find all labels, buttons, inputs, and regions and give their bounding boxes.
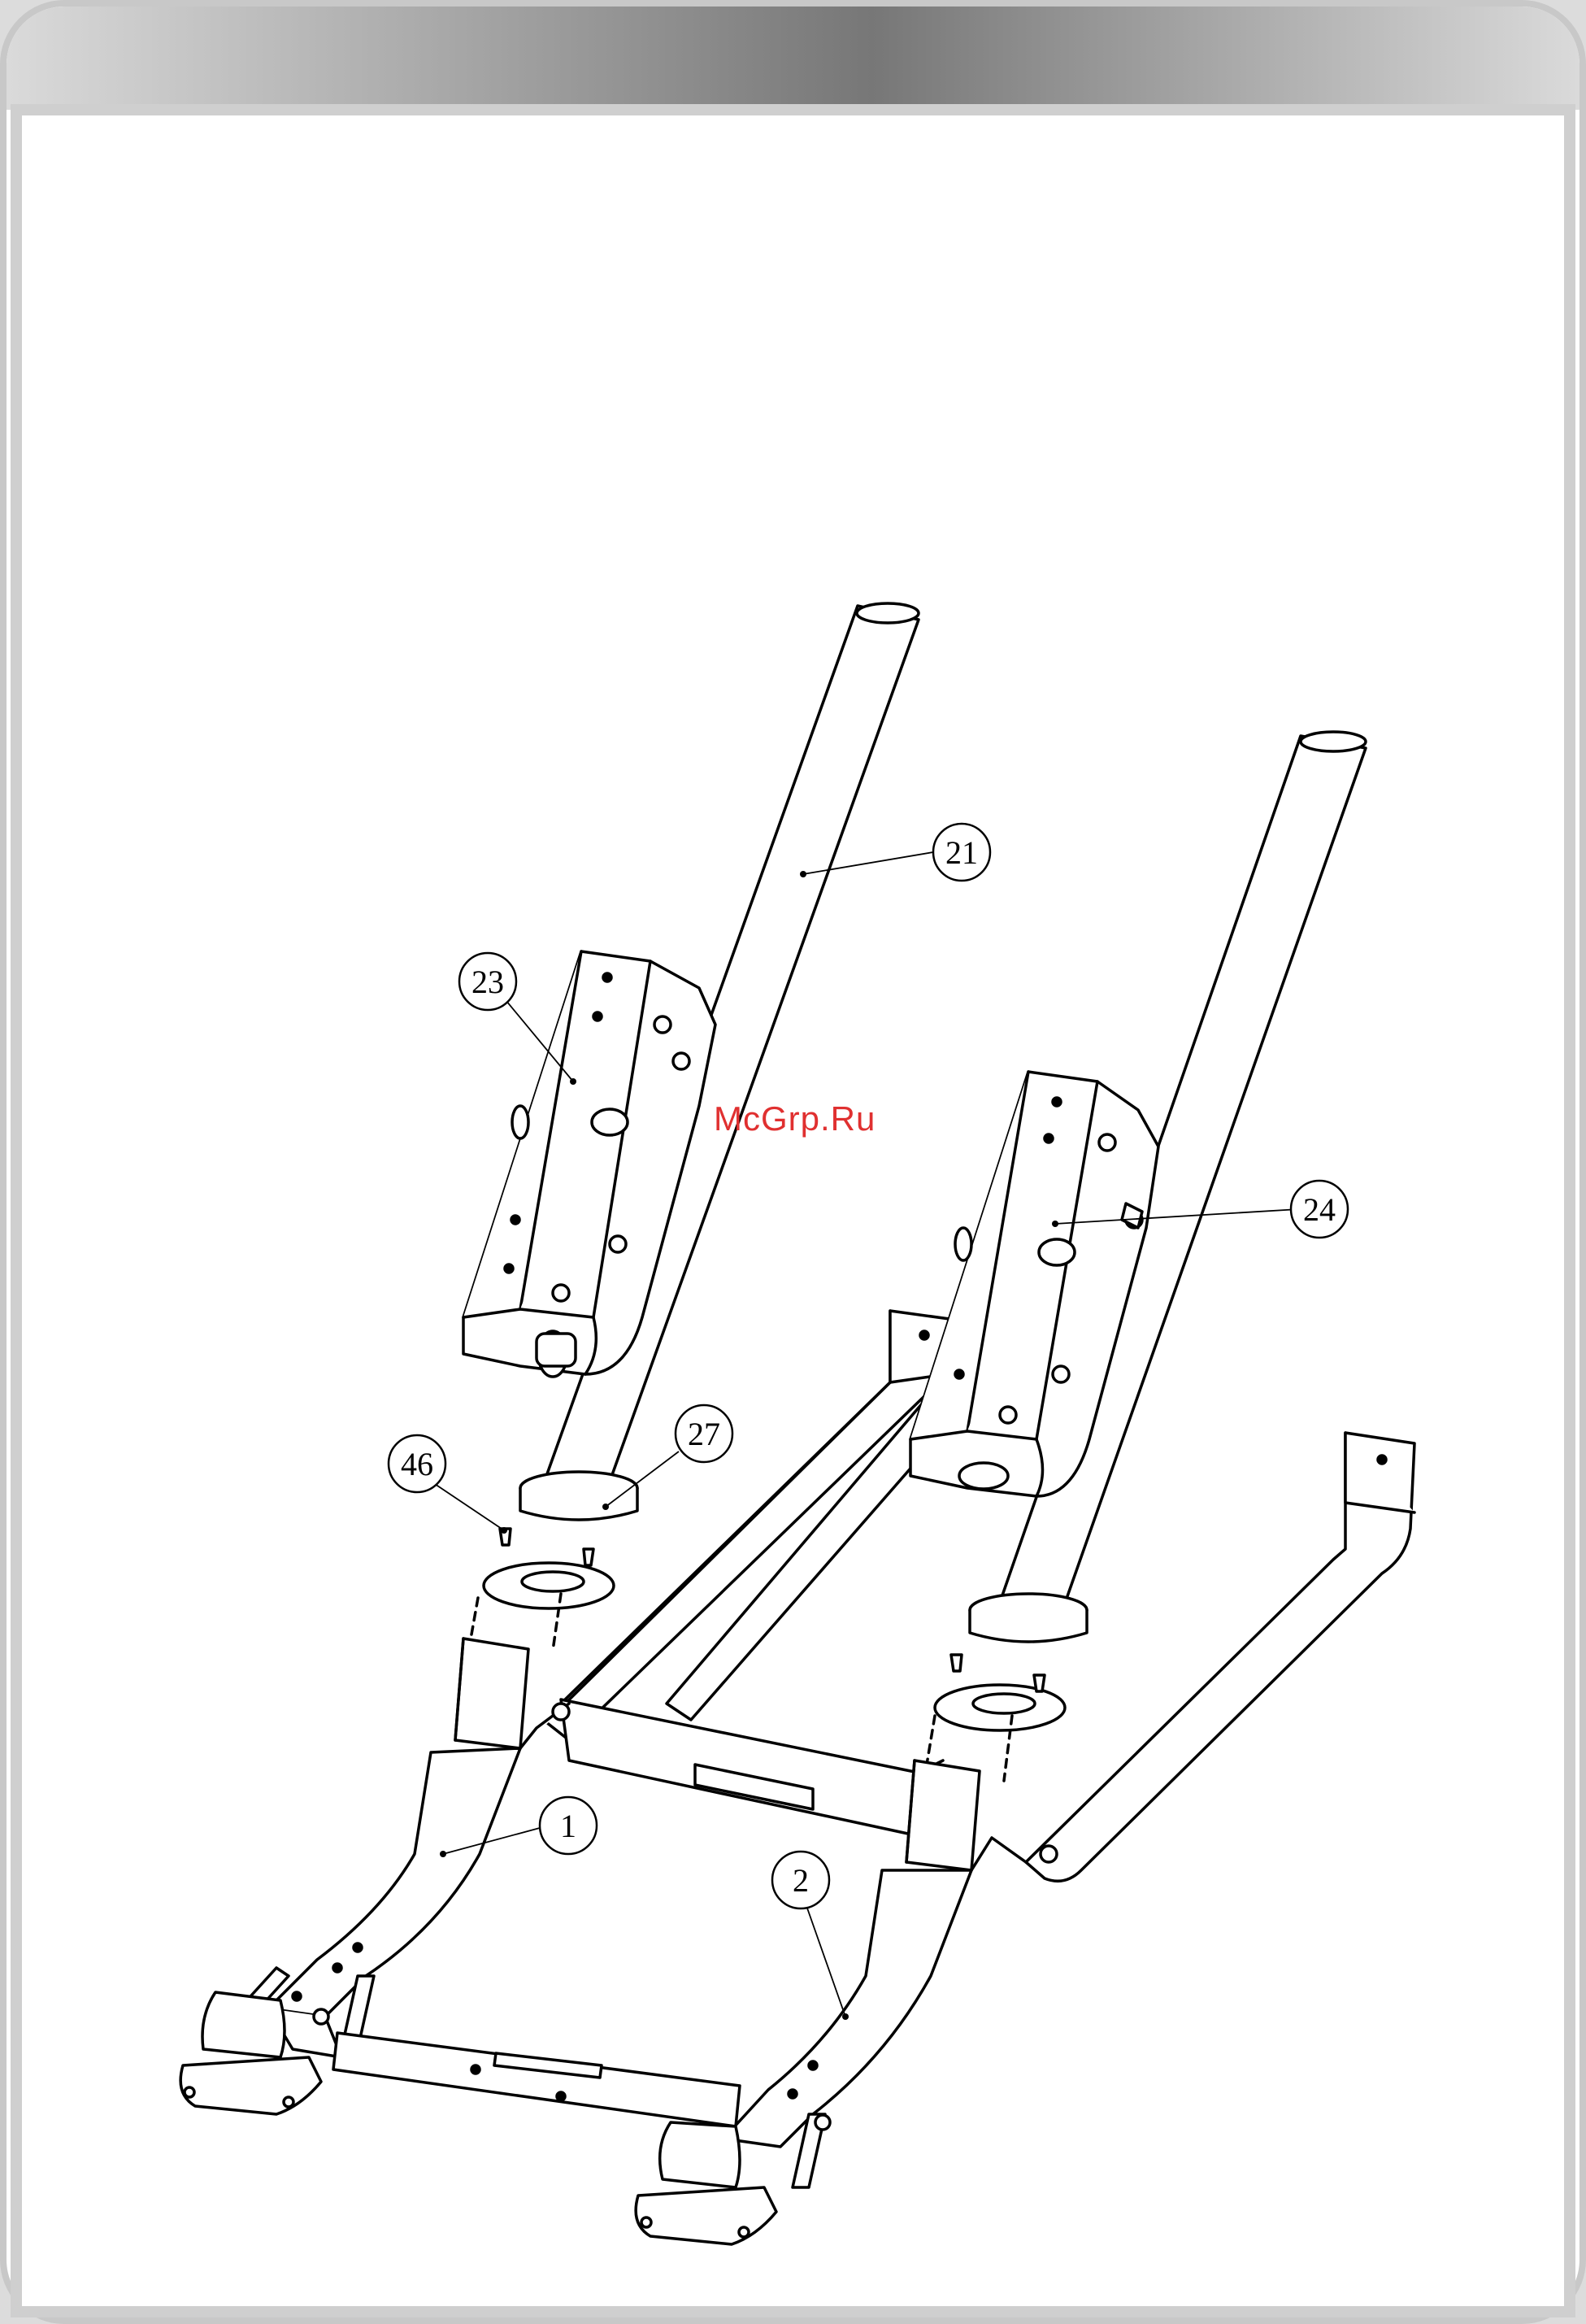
header-bar — [7, 7, 1579, 110]
label-23: 23 — [471, 964, 504, 1000]
label-27: 27 — [688, 1416, 720, 1452]
watermark-text: McGrp.Ru — [714, 1099, 876, 1138]
label-1: 1 — [560, 1808, 576, 1844]
label-24: 24 — [1303, 1191, 1336, 1228]
label-2: 2 — [793, 1862, 809, 1899]
label-21: 21 — [945, 834, 978, 871]
label-46: 46 — [401, 1446, 433, 1482]
